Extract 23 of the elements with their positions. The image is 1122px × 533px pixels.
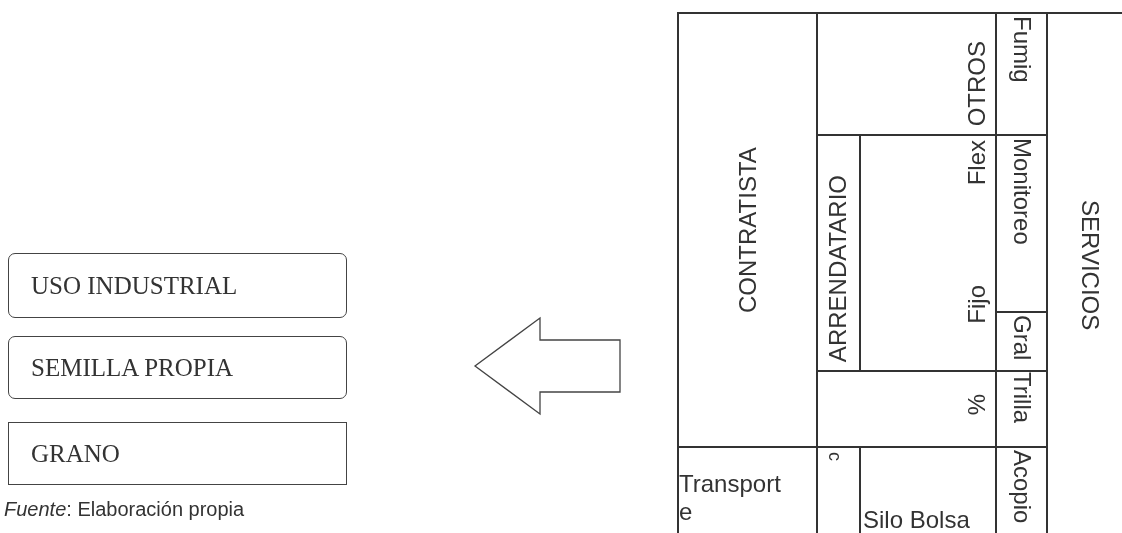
- cell-label: %: [965, 394, 989, 416]
- category-box: [8, 422, 347, 485]
- cell-label: SERVICIOS: [1078, 200, 1102, 331]
- cell-label: c: [826, 452, 844, 461]
- cell-label: Fijo: [965, 285, 989, 324]
- category-label: SEMILLA PROPIA: [31, 353, 234, 382]
- category-box: [8, 253, 347, 318]
- cell-label: Fumig: [1010, 16, 1034, 83]
- cell-label: Gral: [1010, 315, 1034, 361]
- table-cell: [677, 12, 818, 448]
- cell-label: Transporte: [679, 470, 782, 526]
- cell-label: OTROS: [965, 40, 989, 126]
- cell-label: Trilla: [1010, 372, 1034, 424]
- cell-label: CONTRATISTA: [736, 146, 760, 315]
- cell-label: Monitoreo: [1010, 138, 1034, 245]
- category-label: GRANO: [31, 439, 120, 468]
- cell-label: Flex: [965, 140, 989, 186]
- category-box: [8, 336, 347, 399]
- cell-label: Silo Bolsa: [863, 508, 970, 532]
- source-caption: Fuente: Elaboración propia: [4, 498, 245, 521]
- cell-label: ARRENDATARIO: [826, 174, 850, 362]
- category-label: USO INDUSTRIAL: [31, 271, 238, 300]
- cell-label: Acopio: [1010, 450, 1034, 524]
